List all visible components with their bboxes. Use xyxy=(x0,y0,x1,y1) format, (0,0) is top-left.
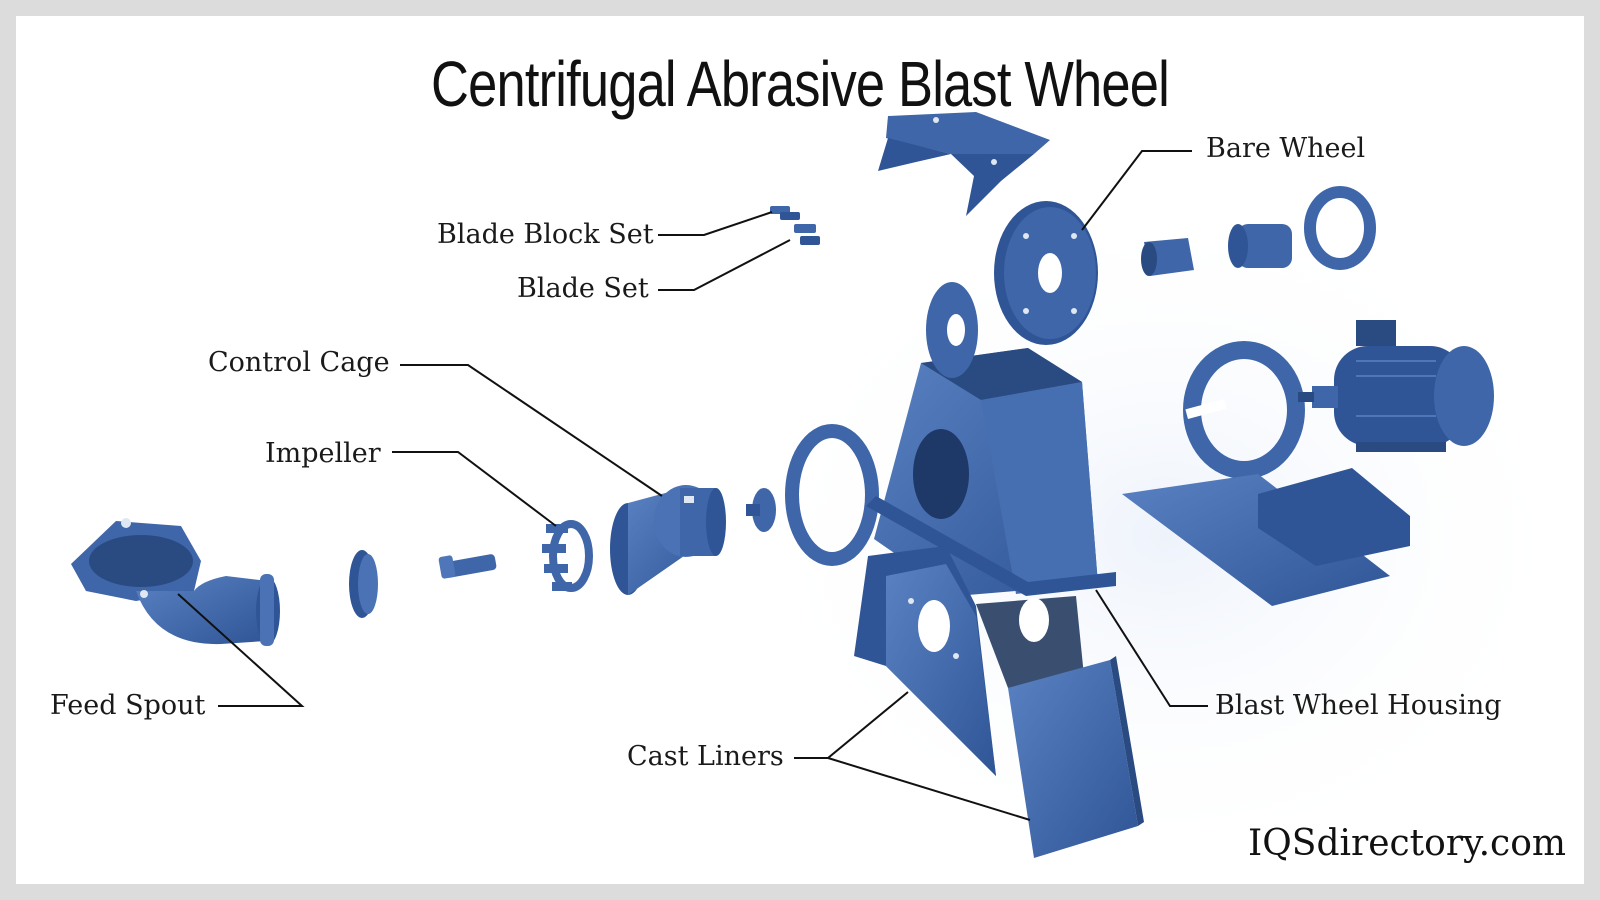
leader-blade-set xyxy=(658,239,791,291)
blast-wheel-housing-part xyxy=(866,348,1116,596)
bare-wheel-part xyxy=(994,201,1098,345)
leader-impeller xyxy=(392,451,557,527)
control-cage-part xyxy=(610,485,726,595)
label-control-cage: Control Cage xyxy=(208,347,390,378)
shaft-pin-part xyxy=(438,554,497,579)
label-bare-wheel: Bare Wheel xyxy=(1206,133,1366,164)
label-impeller: Impeller xyxy=(265,438,381,469)
diagram-canvas: Centrifugal Abrasive Blast Wheel xyxy=(16,16,1584,884)
flange-ring-part xyxy=(926,282,978,378)
leader-blade-block-set xyxy=(658,211,773,236)
hub-part xyxy=(746,488,776,532)
sleeve-part xyxy=(1228,224,1292,268)
top-cover-part xyxy=(878,112,1050,216)
background-glow xyxy=(746,196,1584,876)
motor-base-part xyxy=(1122,468,1410,606)
bushing-part xyxy=(1141,238,1194,276)
site-watermark: IQSdirectory.com xyxy=(1248,823,1566,864)
label-feed-spout: Feed Spout xyxy=(50,690,206,721)
leader-feed-spout xyxy=(177,593,305,707)
cast-liner-back-part xyxy=(976,596,1084,688)
spacer-ring-part xyxy=(349,550,378,618)
leader-bare-wheel xyxy=(1081,150,1192,231)
leader-cast-liners-b xyxy=(827,757,1031,821)
blade-block-set-part xyxy=(770,206,800,220)
feed-spout-part xyxy=(71,518,280,646)
exploded-view-drawing xyxy=(71,112,1584,876)
blade-set-part xyxy=(794,224,820,245)
label-cast-liners: Cast Liners xyxy=(627,741,784,772)
electric-motor-part xyxy=(1298,320,1494,452)
cast-liner-front-part xyxy=(1008,656,1144,858)
leader-control-cage xyxy=(400,364,663,497)
motor-adaptor-part xyxy=(1183,341,1305,479)
end-ring-part xyxy=(785,424,879,566)
label-blade-set: Blade Set xyxy=(517,273,649,304)
seal-ring-part xyxy=(1304,186,1376,270)
impeller-part xyxy=(542,520,593,592)
diagram-title: Centrifugal Abrasive Blast Wheel xyxy=(431,48,1170,120)
leader-blast-wheel-housing xyxy=(1095,589,1208,707)
cast-liner-side-part xyxy=(854,546,996,776)
label-blast-wheel-housing: Blast Wheel Housing xyxy=(1215,690,1502,721)
leader-lines xyxy=(177,150,1208,821)
label-blade-block-set: Blade Block Set xyxy=(437,219,654,250)
